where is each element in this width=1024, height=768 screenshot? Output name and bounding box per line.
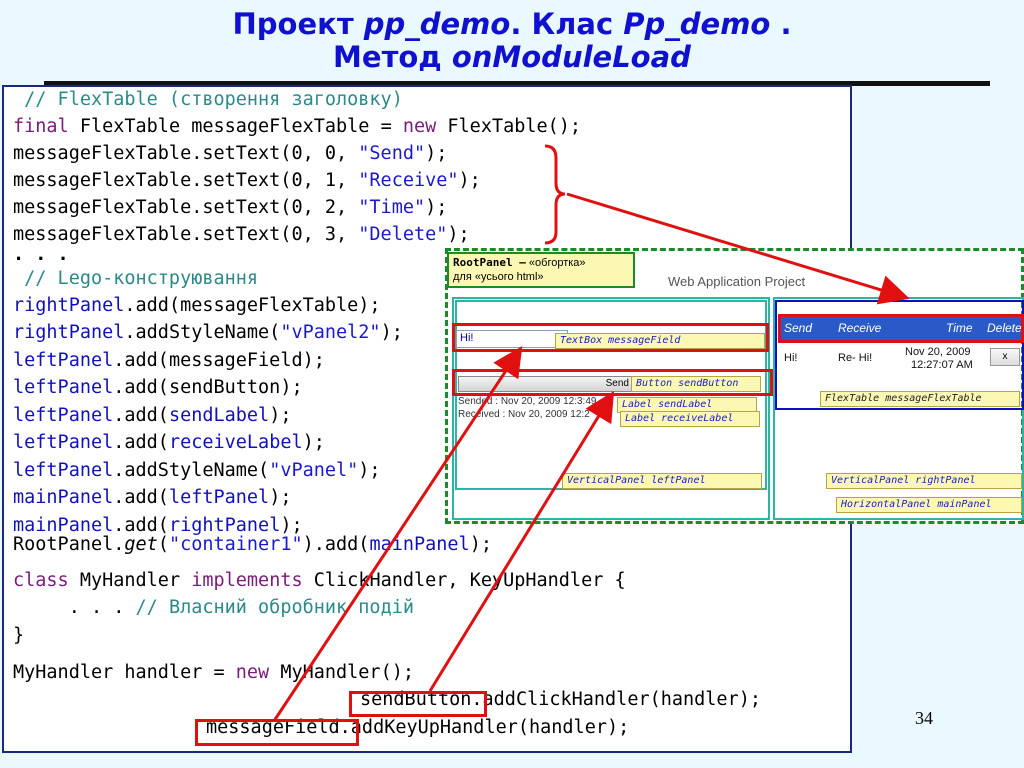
- code-line: final FlexTable messageFlexTable = new F…: [13, 116, 582, 137]
- tag-horizontal-panel: HorizontalPanel mainPanel: [836, 497, 1022, 513]
- tag-receivelabel: Label receiveLabel: [620, 411, 760, 427]
- code-line: messageFlexTable.setText(0, 2, "Time");: [13, 197, 448, 218]
- code-line: rightPanel.add(messageFlexTable);: [13, 295, 381, 316]
- header-delete: Delete: [987, 321, 1022, 335]
- tag-vertical-left: VerticalPanel leftPanel: [562, 473, 762, 489]
- header-receive: Receive: [838, 321, 882, 335]
- delete-row-button[interactable]: x: [990, 348, 1020, 366]
- code-line: sendButton.addClickHandler(handler);: [360, 689, 761, 710]
- tag-textbox: TextBox messageField: [555, 333, 765, 349]
- cell-receive: Re- Hi!: [838, 352, 873, 364]
- header-time: Time: [946, 321, 973, 335]
- arrow-to-textbox: [272, 345, 523, 722]
- cell-time-2: 12:27:07 AM: [911, 359, 973, 371]
- cell-time-1: Nov 20, 2009: [905, 346, 971, 358]
- code-line: mainPanel.add(leftPanel);: [13, 487, 292, 508]
- slide-title-line1: Проект pp_demo. Клас Pp_demo .: [232, 7, 792, 41]
- code-ellipsis: . . .: [13, 244, 69, 265]
- code-line: messageFlexTable.setText(0, 1, "Receive"…: [13, 170, 481, 191]
- tag-flextable: FlexTable messageFlexTable: [820, 391, 1020, 407]
- flextable-header: [778, 316, 1024, 341]
- send-label: Sended : Nov 20, 2009 12:3:49: [458, 396, 597, 407]
- code-line: leftPanel.add(sendLabel);: [13, 405, 292, 426]
- highlight-flextable-header: [778, 314, 1024, 343]
- tag-sendlabel: Label sendLabel: [617, 397, 757, 413]
- code-line: messageField.addKeyUpHandler(handler);: [206, 717, 630, 738]
- code-line: MyHandler handler = new MyHandler();: [13, 662, 414, 683]
- code-line: leftPanel.add(messageField);: [13, 350, 325, 371]
- code-line: mainPanel.add(rightPanel);: [13, 515, 303, 536]
- highlight-messagefield-code: [195, 719, 359, 746]
- left-panel-frame: [452, 297, 770, 520]
- code-line: class MyHandler implements ClickHandler,…: [13, 570, 626, 591]
- code-line: leftPanel.addStyleName("vPanel");: [13, 460, 381, 481]
- title-divider: [44, 81, 990, 86]
- receive-label: Received : Nov 20, 2009 12:2: [458, 409, 590, 420]
- tag-vertical-right: VerticalPanel rightPanel: [826, 473, 1022, 489]
- page-number: 34: [915, 708, 933, 728]
- code-line: leftPanel.add(sendButton);: [13, 377, 303, 398]
- code-line: messageFlexTable.setText(0, 0, "Send");: [13, 143, 448, 164]
- code-line: }: [13, 625, 25, 646]
- app-title: Web Application Project: [668, 274, 806, 289]
- code-comment-lego: // Lego-конструювання: [13, 268, 259, 289]
- arrow-to-flextable: [566, 192, 910, 305]
- highlight-textbox: [452, 323, 769, 352]
- tag-button: Button sendButton: [631, 376, 761, 392]
- cell-send: Hi!: [784, 352, 798, 364]
- slide-title-line2: Метод onModuleLoad: [333, 40, 691, 74]
- code-line: rightPanel.addStyleName("vPanel2");: [13, 322, 403, 343]
- highlight-sendbutton-code: [349, 691, 487, 717]
- header-send: Send: [784, 321, 813, 335]
- rootpanel-note: RootPanel – «обгортка»для «усього html»: [447, 252, 635, 288]
- code-line: . . . // Власний обробник подій: [13, 597, 414, 618]
- code-comment-flextable: // FlexTable (створення заголовку): [13, 89, 403, 110]
- code-brace: [544, 144, 566, 245]
- code-line: leftPanel.add(receiveLabel);: [13, 432, 325, 453]
- arrow-to-sendbutton: [428, 390, 615, 692]
- code-line: messageFlexTable.setText(0, 3, "Delete")…: [13, 224, 470, 245]
